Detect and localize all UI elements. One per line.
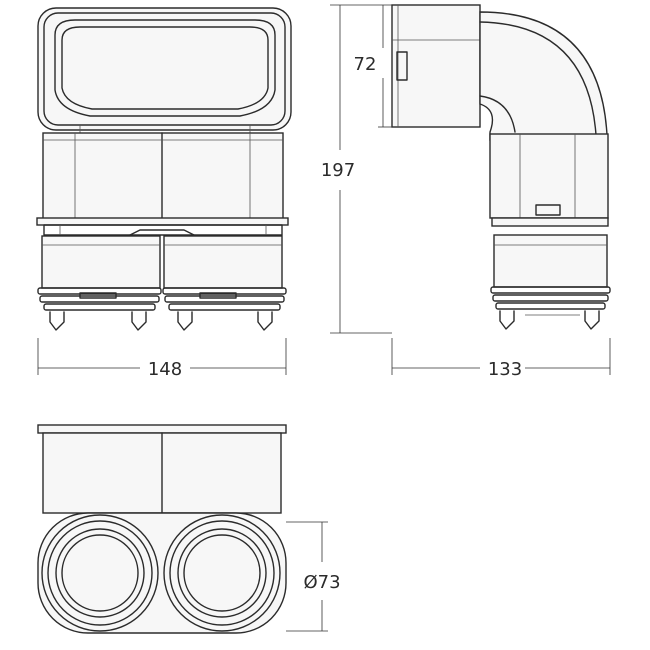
dimension-width-front: 148 xyxy=(37,338,287,380)
dimension-diameter: Ø73 xyxy=(286,521,341,632)
dim-label-diameter: Ø73 xyxy=(303,572,340,593)
dim-label-133: 133 xyxy=(488,359,522,380)
bottom-view xyxy=(37,424,287,634)
dim-label-148: 148 xyxy=(148,359,182,380)
dimension-height-top: 72 xyxy=(354,5,392,128)
dim-label-197: 197 xyxy=(321,160,355,181)
dimension-height-total: 197 xyxy=(321,4,392,334)
side-view xyxy=(391,4,611,330)
front-view xyxy=(36,7,292,331)
dimension-width-side: 133 xyxy=(391,338,611,380)
dim-label-72: 72 xyxy=(354,54,377,75)
